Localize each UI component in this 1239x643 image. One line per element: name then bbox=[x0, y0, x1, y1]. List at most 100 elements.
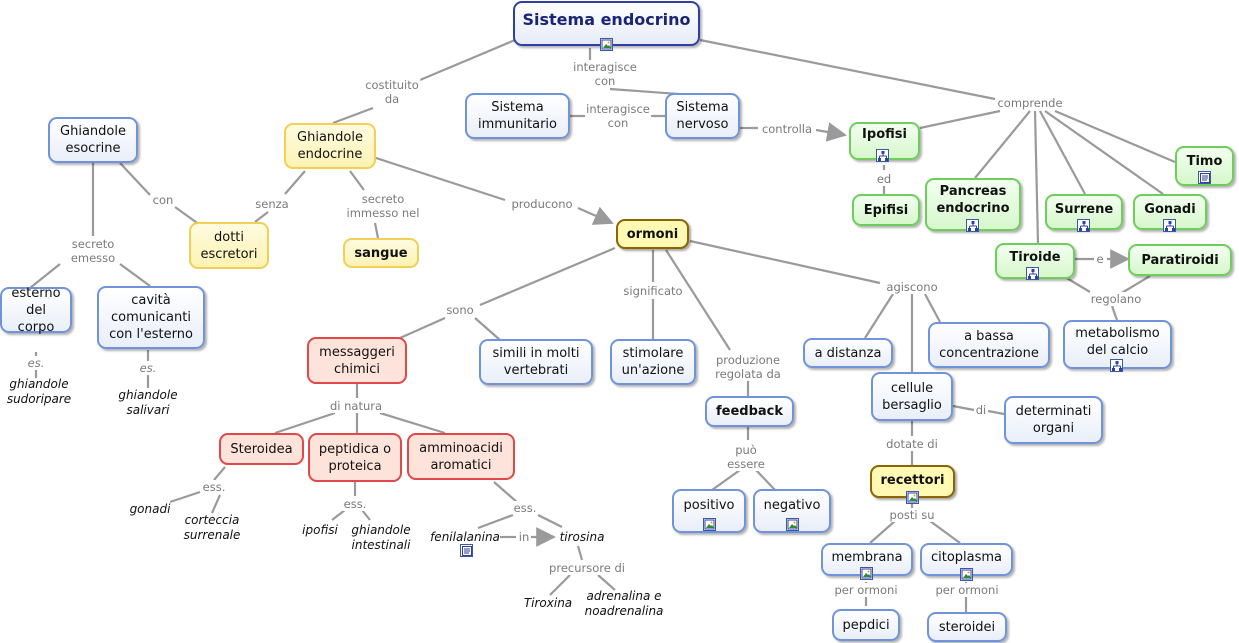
image-icon[interactable] bbox=[960, 568, 973, 581]
connector bbox=[864, 293, 894, 339]
node-a-bassa-concentrazione[interactable]: a bassa concentrazione bbox=[928, 322, 1050, 368]
connector bbox=[210, 494, 222, 514]
link-label-interagisce-con: interagisce con bbox=[585, 102, 651, 130]
link-label-in: in bbox=[517, 530, 531, 544]
image-icon[interactable] bbox=[703, 518, 716, 531]
connector bbox=[1033, 110, 1040, 244]
connector bbox=[169, 490, 201, 504]
link-label-comprende: comprende bbox=[996, 96, 1064, 110]
link-label-posti-su: posti su bbox=[888, 508, 936, 522]
node-sistema-nervoso[interactable]: Sistema nervoso bbox=[665, 93, 740, 139]
node-paratiroidi[interactable]: Paratiroidi bbox=[1128, 244, 1232, 276]
connector bbox=[537, 514, 563, 528]
node-dotti-escretori[interactable]: dotti escretori bbox=[189, 222, 269, 269]
link-label-producono: producono bbox=[510, 197, 574, 211]
link-label-sono: sono bbox=[445, 303, 475, 317]
document-icon[interactable] bbox=[460, 544, 473, 557]
node-negativo[interactable]: negativo bbox=[753, 489, 831, 533]
link-label-di-natura: di natura bbox=[328, 399, 384, 413]
node-epifisi[interactable]: Epifisi bbox=[852, 194, 920, 226]
image-icon[interactable] bbox=[600, 38, 613, 51]
link-label-ess-amminoacidi: ess. bbox=[512, 501, 538, 515]
document-icon[interactable] bbox=[1198, 171, 1211, 184]
example-gonadi: gonadi bbox=[129, 502, 171, 516]
node-sangue[interactable]: sangue bbox=[343, 238, 419, 268]
node-ghiandole-endocrine[interactable]: Ghiandole endocrine bbox=[284, 123, 376, 169]
node-cellule-bersaglio[interactable]: cellule bersaglio bbox=[871, 372, 953, 421]
node-cavita-comunicanti[interactable]: cavità comunicanti con l'esterno bbox=[97, 286, 205, 349]
connector bbox=[361, 509, 371, 521]
node-steroidea[interactable]: Steroidea bbox=[219, 433, 304, 465]
node-pancreas-endocrino[interactable]: Pancreas endocrino bbox=[925, 178, 1021, 231]
image-icon[interactable] bbox=[906, 491, 919, 504]
example-ghiandole-sudoripare: ghiandole sudoripare bbox=[6, 377, 72, 406]
connector bbox=[952, 404, 975, 412]
link-label-ess-peptidica: ess. bbox=[342, 497, 368, 511]
connector bbox=[974, 110, 1031, 179]
submap-icon[interactable] bbox=[966, 219, 979, 232]
image-icon[interactable] bbox=[860, 567, 873, 580]
connector bbox=[1039, 110, 1086, 195]
link-label-produzione-regolata-da: produzione regolata da bbox=[714, 353, 782, 381]
connector bbox=[924, 293, 941, 323]
link-label-ess-steroidea: ess. bbox=[201, 480, 227, 494]
node-steroidei[interactable]: steroidei bbox=[927, 612, 1007, 642]
example-ipofisi: ipofisi bbox=[302, 523, 338, 537]
connector bbox=[119, 162, 151, 196]
connector bbox=[493, 481, 519, 504]
link-label-significato: significato bbox=[622, 284, 684, 298]
link-label-agiscono: agiscono bbox=[885, 280, 939, 294]
connector bbox=[399, 316, 446, 340]
node-peptidica-o-proteica[interactable]: peptidica o proteica bbox=[308, 433, 402, 482]
node-feedback[interactable]: feedback bbox=[705, 396, 794, 427]
link-label-senza: senza bbox=[254, 197, 290, 211]
link-label-ed: ed bbox=[875, 172, 893, 186]
link-label-con: con bbox=[151, 193, 175, 207]
node-stimolare-unazione[interactable]: stimolare un'azione bbox=[610, 339, 696, 385]
connector bbox=[577, 206, 614, 225]
connector bbox=[349, 170, 365, 191]
connector bbox=[1044, 110, 1164, 195]
node-amminoacidi-aromatici[interactable]: amminoacidi aromatici bbox=[407, 433, 515, 480]
link-label-dotate-di: dotate di bbox=[885, 437, 939, 451]
link-label-costituito-da: costituito da bbox=[364, 78, 420, 106]
example-adrenalina-noadrenalina: adrenalina e noadrenalina bbox=[584, 589, 664, 618]
example-ghiandole-salivari: ghiandole salivari bbox=[118, 388, 178, 417]
node-simili-in-molti-vertebrati[interactable]: simili in molti vertebrati bbox=[479, 339, 593, 385]
link-label-es-esterno: es. bbox=[26, 356, 46, 370]
submap-icon[interactable] bbox=[876, 149, 889, 162]
node-recettori[interactable]: recettori bbox=[870, 465, 955, 498]
connector bbox=[284, 170, 306, 195]
connector bbox=[665, 249, 731, 351]
link-label-per-ormoni-membrana: per ormoni bbox=[833, 583, 899, 597]
connector bbox=[689, 239, 881, 285]
connector bbox=[331, 509, 346, 521]
node-pepdici[interactable]: pepdici bbox=[832, 609, 900, 641]
example-tiroxina: Tiroxina bbox=[523, 596, 573, 610]
node-positivo[interactable]: positivo bbox=[672, 489, 746, 533]
connector bbox=[929, 520, 961, 544]
connector bbox=[755, 469, 776, 491]
connector bbox=[1119, 275, 1151, 295]
node-esterno-del-corpo[interactable]: esterno del corpo bbox=[0, 286, 72, 335]
link-label-per-ormoni-citoplasma: per ormoni bbox=[934, 583, 1000, 597]
node-sistema-immunitario[interactable]: Sistema immunitario bbox=[465, 93, 570, 139]
submap-icon[interactable] bbox=[1026, 267, 1039, 280]
link-label-es-cavita: es. bbox=[138, 361, 158, 375]
node-ghiandole-esocrine[interactable]: Ghiandole esocrine bbox=[48, 117, 138, 163]
link-label-secreto-immesso-nel: secreto immesso nel bbox=[345, 192, 421, 220]
submap-icon[interactable] bbox=[1110, 359, 1123, 372]
node-messaggeri-chimici[interactable]: messaggeri chimici bbox=[307, 337, 407, 384]
image-icon[interactable] bbox=[786, 518, 799, 531]
submap-icon[interactable] bbox=[1163, 219, 1176, 232]
connector bbox=[375, 156, 506, 202]
node-a-distanza[interactable]: a distanza bbox=[803, 338, 893, 368]
node-determinati-organi[interactable]: determinati organi bbox=[1004, 396, 1103, 444]
connector bbox=[987, 409, 1005, 416]
root-node-sistema-endocrino[interactable]: Sistema endocrino bbox=[513, 1, 700, 46]
node-ormoni[interactable]: ormoni bbox=[616, 219, 689, 249]
connector bbox=[373, 222, 380, 239]
submap-icon[interactable] bbox=[1077, 219, 1090, 232]
